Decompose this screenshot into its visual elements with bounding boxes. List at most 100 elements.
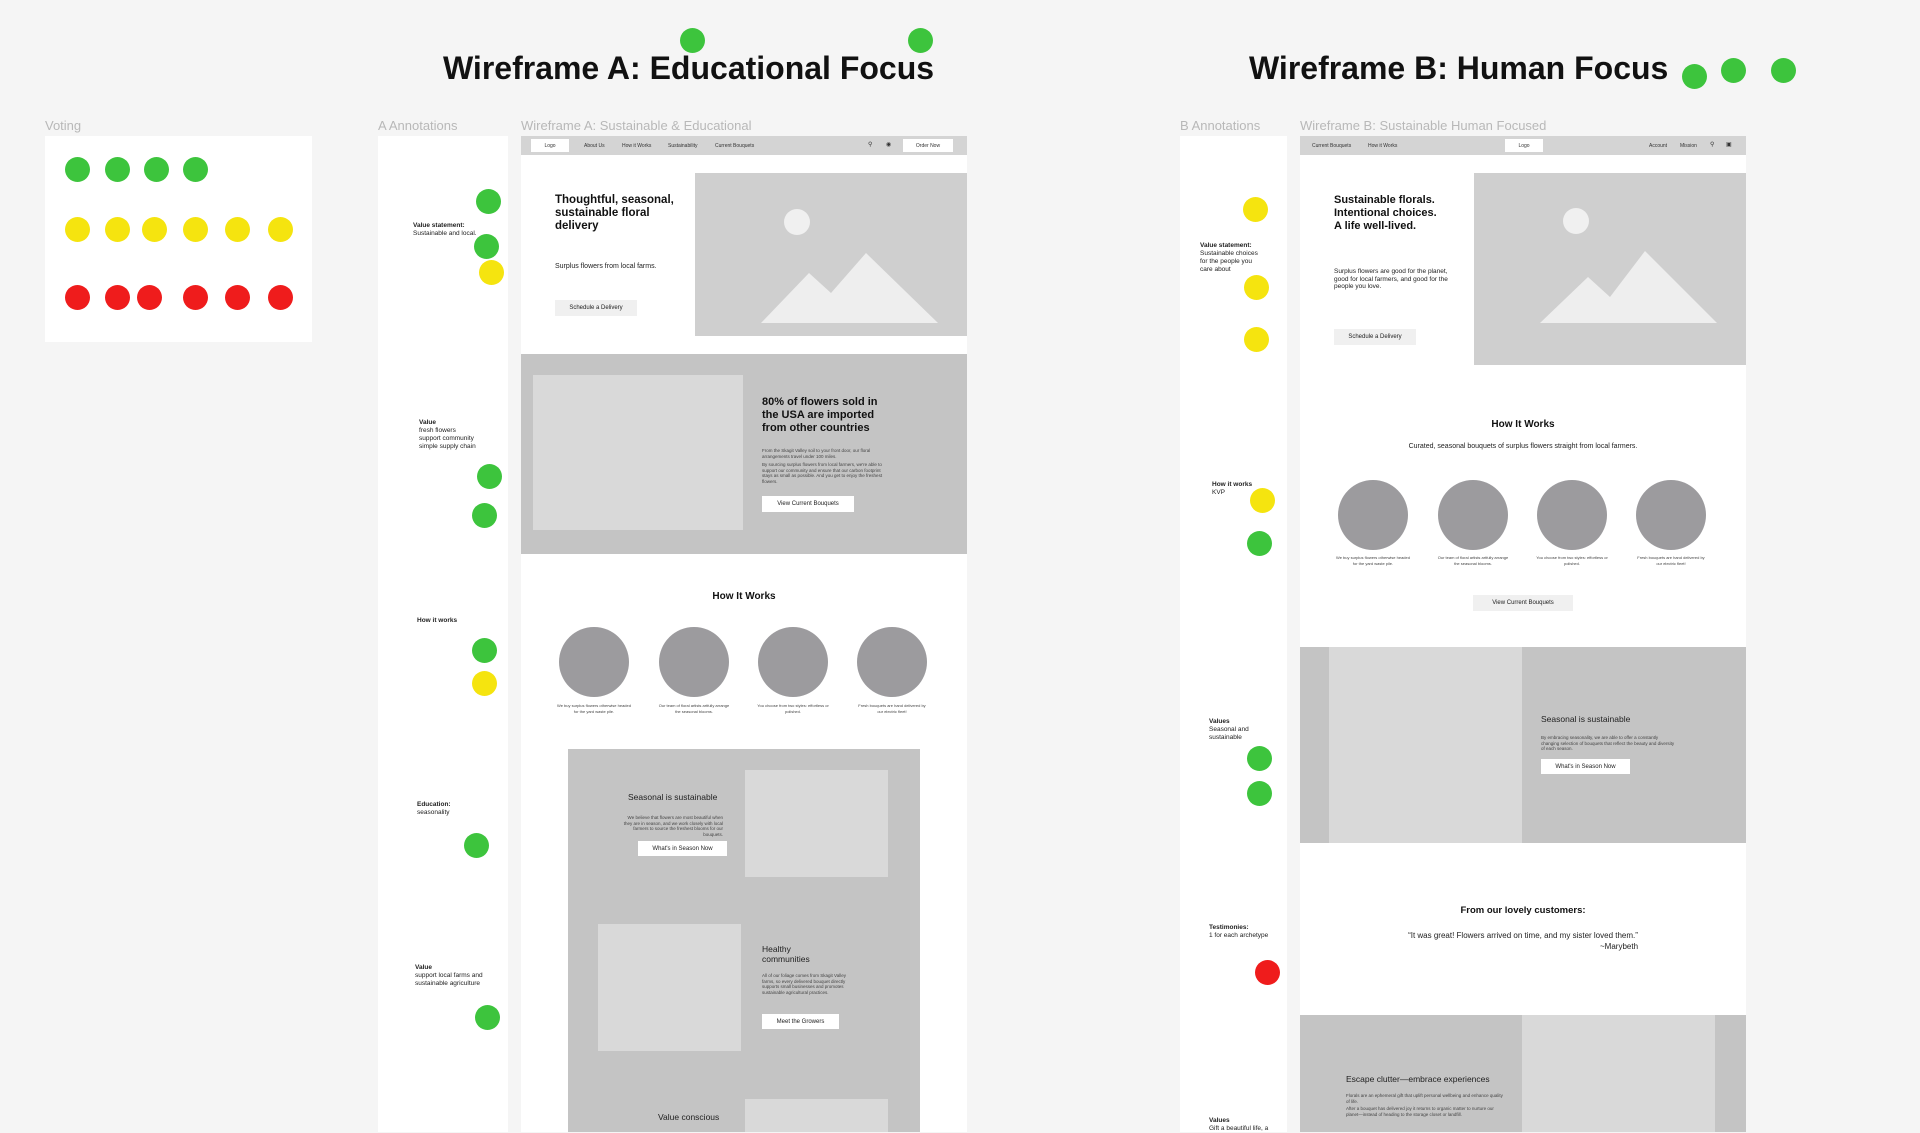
wf-a-nav: Logo About Us How it Works Sustainabilit…	[521, 136, 967, 155]
user-icon[interactable]: ◉	[886, 142, 892, 148]
vote-dot-yellow[interactable]	[183, 217, 208, 242]
wf-a-value-image-placeholder	[745, 1099, 888, 1132]
voting-frame-label: Voting	[45, 118, 82, 133]
vote-dot-green[interactable]	[144, 157, 169, 182]
wf-b-escape-body-1: Florals are an ephemeral gift that uplif…	[1346, 1093, 1503, 1104]
vote-dot-green[interactable]	[464, 833, 489, 858]
wf-b-hero-title: Sustainable florals. Intentional choices…	[1334, 194, 1437, 232]
vote-dot-red[interactable]	[225, 285, 250, 310]
vote-dot-yellow[interactable]	[268, 217, 293, 242]
vote-dot-green[interactable]	[680, 28, 705, 53]
wf-b-escape-section: Escape clutter—embrace experiences Flora…	[1300, 1015, 1746, 1132]
vote-dot-yellow[interactable]	[479, 260, 504, 285]
vote-dot-red[interactable]	[268, 285, 293, 310]
wf-a-hero-title: Thoughtful, seasonal, sustainable floral…	[555, 194, 674, 232]
vote-dot-green[interactable]	[65, 157, 90, 182]
wf-b-nav-current-bouquets[interactable]: Current Bouquets	[1312, 143, 1352, 149]
wf-a-seasonal-title: Seasonal is sustainable	[628, 792, 718, 802]
vote-dot-yellow[interactable]	[225, 217, 250, 242]
vote-dot-red[interactable]	[137, 285, 162, 310]
wf-b-step-2-image	[1438, 480, 1508, 550]
vote-dot-yellow[interactable]	[65, 217, 90, 242]
wf-b-testimonial-quote: “It was great! Flowers arrived on time, …	[1408, 931, 1638, 940]
wf-b-logo[interactable]: Logo	[1505, 139, 1543, 152]
wf-a-nav-sustainability[interactable]: Sustainability	[668, 143, 698, 149]
wf-b-hero-image-placeholder	[1474, 173, 1746, 365]
vote-dot-green[interactable]	[105, 157, 130, 182]
vote-dot-green[interactable]	[472, 503, 497, 528]
wf-b-view-bouquets-button[interactable]: View Current Bouquets	[1473, 595, 1573, 611]
wf-a-logo[interactable]: Logo	[531, 139, 569, 152]
wf-a-nav-current-bouquets[interactable]: Current Bouquets	[715, 143, 755, 149]
vote-dot-yellow[interactable]	[1243, 197, 1268, 222]
wf-a-step-2-text: Our team of floral artists artfully arra…	[658, 703, 730, 714]
vote-dot-green[interactable]	[1247, 746, 1272, 771]
cart-icon[interactable]: ▣	[1726, 142, 1732, 148]
wf-b-seasonal-image-placeholder	[1329, 647, 1522, 843]
a-annotations-frame-label: A Annotations	[378, 118, 458, 133]
wf-b-escape-body-2: After a bouquet has delivered joy it ret…	[1346, 1106, 1494, 1117]
wf-a-nav-about[interactable]: About Us	[584, 143, 605, 149]
wf-a-step-3-text: You choose from two styles: effortless o…	[757, 703, 829, 714]
wf-b-step-4-text: Fresh bouquets are hand delivered by our…	[1637, 555, 1705, 566]
vote-dot-green[interactable]	[1771, 58, 1796, 83]
vote-dot-yellow[interactable]	[1250, 488, 1275, 513]
vote-dot-red[interactable]	[105, 285, 130, 310]
vote-dot-green[interactable]	[183, 157, 208, 182]
voting-panel	[45, 136, 312, 342]
vote-dot-red[interactable]	[65, 285, 90, 310]
b-annotation-value-statement: Value statement:Sustainable choices for …	[1200, 242, 1258, 273]
vote-dot-green[interactable]	[477, 464, 502, 489]
vote-dot-green[interactable]	[476, 189, 501, 214]
wf-b-seasonal-section: Seasonal is sustainable By embracing sea…	[1300, 647, 1746, 843]
wf-b-testimonial-title: From our lovely customers:	[1460, 905, 1586, 916]
vote-dot-green[interactable]	[472, 638, 497, 663]
vote-dot-green[interactable]	[474, 234, 499, 259]
vote-dot-green[interactable]	[1721, 58, 1746, 83]
wf-a-hero-image-placeholder	[695, 173, 967, 336]
wf-a-healthy-body: All of our foliage comes from Skagit Val…	[762, 973, 846, 995]
vote-dot-green[interactable]	[908, 28, 933, 53]
wf-a-step-4-image	[857, 627, 927, 697]
wireframe-a: Logo About Us How it Works Sustainabilit…	[521, 136, 967, 1132]
wf-a-meet-growers-button[interactable]: Meet the Growers	[762, 1014, 839, 1029]
wf-a-schedule-delivery-button[interactable]: Schedule a Delivery	[555, 300, 637, 316]
vote-dot-red[interactable]	[183, 285, 208, 310]
search-icon[interactable]: ⚲	[1710, 142, 1715, 148]
vote-dot-yellow[interactable]	[105, 217, 130, 242]
vote-dot-red[interactable]	[1255, 960, 1280, 985]
wf-b-nav-account[interactable]: Account	[1649, 143, 1668, 149]
vote-dot-yellow[interactable]	[142, 217, 167, 242]
wf-b-testimonial-author: ~Marybeth	[1600, 942, 1639, 951]
vote-dot-yellow[interactable]	[1244, 275, 1269, 300]
vote-dot-green[interactable]	[1682, 64, 1707, 89]
wf-a-nav-how-it-works[interactable]: How it Works	[622, 143, 652, 149]
wf-a-step-3-image	[758, 627, 828, 697]
vote-dot-yellow[interactable]	[472, 671, 497, 696]
wf-b-nav-how-it-works[interactable]: How it Works	[1368, 143, 1398, 149]
wf-a-stat-paragraph-1: From the Skagit Valley soil to your fron…	[762, 448, 871, 459]
wireframe-b: Current Bouquets How it Works Logo Accou…	[1300, 136, 1746, 1132]
wireframe-a-heading: Wireframe A: Educational Focus	[443, 50, 935, 86]
vote-dot-yellow[interactable]	[1244, 327, 1269, 352]
vote-dot-green[interactable]	[475, 1005, 500, 1030]
b-annotation-testimonies: Testimonies:1 for each archetype	[1209, 924, 1269, 939]
wf-a-whats-in-season-button[interactable]: What's in Season Now	[638, 841, 727, 856]
wf-a-order-now-button[interactable]: Order Now	[903, 139, 953, 152]
wf-a-stat-title: 80% of flowers sold in the USA are impor…	[762, 396, 878, 434]
wf-b-step-3-text: You choose from two styles: effortless o…	[1536, 555, 1608, 566]
a-annotation-value-statement: Value statement:Sustainable and local.	[413, 222, 477, 237]
wf-b-nav-mission[interactable]: Mission	[1680, 143, 1697, 149]
vote-dot-green[interactable]	[1247, 781, 1272, 806]
search-icon[interactable]: ⚲	[868, 142, 873, 148]
wf-a-step-2-image	[659, 627, 729, 697]
wf-a-stat-paragraph-2: By sourcing surplus flowers from local f…	[762, 462, 883, 484]
a-annotation-how-it-works: How it works	[417, 617, 458, 624]
wf-a-view-bouquets-button[interactable]: View Current Bouquets	[762, 496, 854, 512]
wf-b-schedule-delivery-button[interactable]: Schedule a Delivery	[1334, 329, 1416, 345]
vote-dot-green[interactable]	[1247, 531, 1272, 556]
a-annotations-panel: Value statement:Sustainable and local. V…	[378, 136, 508, 1132]
wf-b-whats-in-season-button[interactable]: What's in Season Now	[1541, 759, 1630, 774]
